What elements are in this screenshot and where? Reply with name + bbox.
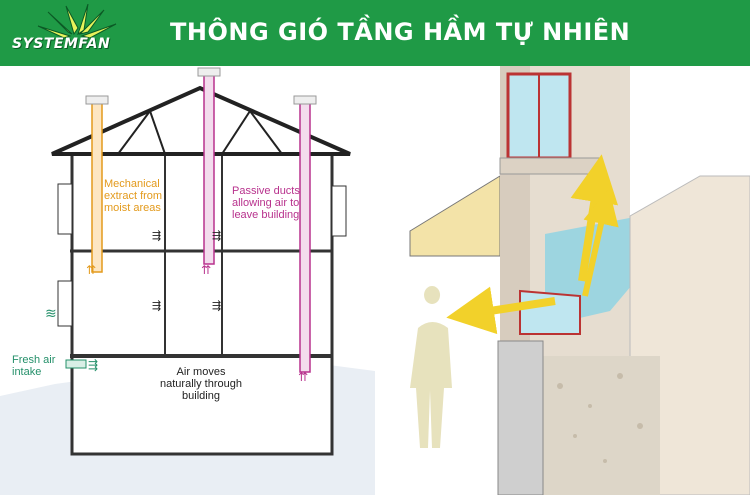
- svg-text:≋: ≋: [45, 306, 57, 322]
- svg-text:⇈: ⇈: [201, 263, 211, 277]
- label-passive-ducts: Passive ducts allowing air to leave buil…: [232, 185, 300, 221]
- svg-text:⇈: ⇈: [298, 370, 308, 384]
- header-banner: SYSTEMFAN THÔNG GIÓ TẦNG HẦM TỰ NHIÊN: [0, 0, 750, 66]
- label-air-moves: Air moves naturally through building: [160, 366, 242, 402]
- svg-text:⇶: ⇶: [212, 299, 221, 312]
- svg-text:⇶: ⇶: [212, 229, 221, 242]
- page-title: THÔNG GIÓ TẦNG HẦM TỰ NHIÊN: [170, 18, 631, 46]
- ventilation-diagram: ⇶ ⇶ ⇶ ⇶ ≋ ⇶ ⇈ ⇈ ⇈: [0, 66, 750, 495]
- svg-text:⇈: ⇈: [86, 263, 96, 277]
- logo-text: SYSTEMFAN: [12, 36, 111, 52]
- svg-text:⇶: ⇶: [88, 358, 98, 372]
- systemfan-logo: [37, 4, 117, 39]
- label-mechanical-extract: Mechanical extract from moist areas: [104, 178, 163, 214]
- svg-text:⇶: ⇶: [152, 229, 161, 242]
- label-fresh-air-intake: Fresh air intake: [12, 354, 56, 378]
- basement-section: [409, 66, 750, 495]
- svg-text:⇶: ⇶: [152, 299, 161, 312]
- house-section: ⇶ ⇶ ⇶ ⇶ ≋ ⇶ ⇈ ⇈ ⇈: [0, 67, 375, 495]
